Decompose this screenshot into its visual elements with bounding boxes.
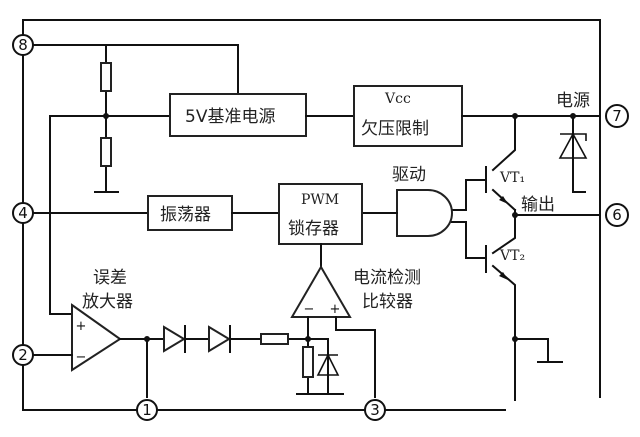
svg-text:7: 7 [612, 107, 622, 125]
svg-text:2: 2 [18, 346, 28, 364]
ground-vt2 [514, 338, 563, 363]
comp-minus: − [304, 302, 315, 317]
resistor-sense [302, 346, 314, 378]
wire-comp-plus [335, 316, 376, 398]
wire-ref-to-ea [49, 115, 171, 315]
wire-vt1-collector [491, 115, 516, 172]
vt2-emitter [491, 264, 516, 401]
comp-plus: + [330, 302, 341, 317]
driver-gate [396, 189, 453, 237]
svg-text:4: 4 [18, 204, 28, 222]
ea-label-1: 误差 [93, 268, 127, 288]
driver-label: 驱动 [392, 165, 426, 185]
current-comparator [290, 265, 352, 318]
wire-left-rail [22, 19, 376, 411]
comp-label-1: 电流检测 [353, 268, 421, 288]
svg-text:6: 6 [612, 206, 622, 224]
wire-gate-vt2 [451, 221, 487, 259]
comp-label-2: 比较器 [362, 292, 413, 312]
oscillator-block [147, 195, 233, 231]
resistor-divider-bottom [100, 137, 112, 167]
pin-7: 7 [605, 104, 629, 128]
diode-1 [163, 325, 186, 353]
zener-sense [316, 353, 340, 376]
pin-8: 8 [12, 34, 34, 56]
pin-6: 6 [605, 203, 629, 227]
wire-zener [572, 115, 586, 193]
diode-2 [208, 325, 231, 353]
uvlo-label-top: Vcc [384, 91, 411, 107]
ea-label-2: 放大器 [82, 292, 133, 312]
vt1-arrow [499, 196, 508, 204]
pin-4: 4 [12, 202, 34, 224]
svg-text:1: 1 [142, 401, 152, 419]
reference-label: 5V基准电源 [185, 107, 275, 127]
zener-diode [558, 132, 588, 159]
pin-1: 1 [136, 399, 158, 421]
error-amplifier [71, 303, 122, 372]
pwm-label-bottom: 锁存器 [288, 219, 339, 239]
power-label: 电源 [556, 91, 590, 111]
ea-minus: − [76, 350, 87, 365]
svg-text:8: 8 [18, 36, 28, 54]
svg-text:3: 3 [370, 401, 380, 419]
wire-top-rail [22, 19, 601, 106]
pin-2: 2 [12, 344, 34, 366]
vt2-label: VT₂ [499, 248, 525, 264]
wire-pin8-ref [22, 44, 239, 96]
uvlo-label-bottom: 欠压限制 [361, 119, 429, 139]
vt2-arrow [499, 272, 508, 280]
pwm-label-top: PWM [301, 192, 339, 208]
wire-gate-vt1 [451, 179, 487, 211]
pin-3: 3 [364, 399, 386, 421]
vt2-collector [491, 214, 516, 255]
resistor-series [260, 333, 289, 345]
output-label: 输出 [521, 195, 555, 215]
vt1-label: VT₁ [499, 170, 525, 186]
ea-plus: + [76, 319, 87, 334]
resistor-divider-top [100, 62, 112, 92]
oscillator-label: 振荡器 [160, 205, 211, 225]
